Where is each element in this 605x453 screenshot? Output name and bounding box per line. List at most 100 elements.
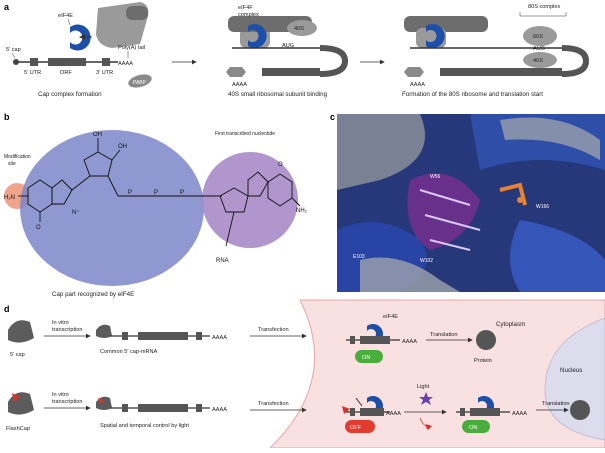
nucleus <box>544 317 605 441</box>
common-mrna-label: Common 5′ cap-mRNA <box>100 349 158 355</box>
o-label-1: O <box>36 225 41 231</box>
nh2-label: NH₂ <box>296 208 308 214</box>
five-cap-label: 5′ cap <box>6 47 21 53</box>
aug-label-3: AUG <box>533 46 545 52</box>
on-label-1: ON <box>362 355 370 361</box>
on-badge-2 <box>462 420 490 433</box>
oh-label-1: OH <box>93 132 102 138</box>
protein-label: Protein <box>474 358 492 364</box>
eif4e-shape-2 <box>248 24 267 48</box>
m7g-structure <box>18 138 222 222</box>
translation-label-1: Translation <box>430 332 457 338</box>
cytoplasm-label: Cytoplasm <box>496 321 525 328</box>
pabp-shape <box>128 74 152 88</box>
polya-label: Poly(A) tail <box>118 45 145 51</box>
five-cap-label-d: 5′ cap <box>10 352 25 358</box>
phosphate-1: P <box>128 190 132 196</box>
off-badge <box>345 420 375 433</box>
mod-site-label-2: site <box>8 161 16 167</box>
protein-circle <box>476 330 496 350</box>
step1-caption: Cap complex formation <box>38 91 102 98</box>
aug-label: AUG <box>282 43 294 49</box>
w56-label: W56 <box>430 174 441 180</box>
w102-label: W102 <box>420 258 433 264</box>
flashcap-label: FlashCap <box>6 426 30 432</box>
panel-a: a eIF4E 5′ cap 5′ UTR ORF 3′ UTR AAAA Po… <box>4 2 590 98</box>
aaaa-d1: AAAA <box>212 335 227 341</box>
phosphate-2: P <box>154 190 158 196</box>
panel-label-b: b <box>4 112 10 122</box>
eighty-s-formation: 80S complex 60S AUG 40S AAAA Formation o… <box>402 4 590 98</box>
eighty-s-complex-label: 80S complex <box>528 4 561 10</box>
oh-label-2: OH <box>118 144 127 150</box>
forty-s-label-3: 40S <box>533 58 543 64</box>
aaaa-d5: AAAA <box>512 411 527 417</box>
panel-label-c: c <box>330 112 335 122</box>
cap-icon <box>8 320 34 343</box>
nucleus-label: Nucleus <box>560 367 582 374</box>
orf-box <box>48 58 86 66</box>
aaaa-d3: AAAA <box>212 407 227 413</box>
first-nucleotide-circle <box>202 152 298 248</box>
on-badge-1 <box>355 350 383 363</box>
cap-part-label: Cap part recognized by eIF4E <box>52 291 134 298</box>
eif4e-shape-3 <box>426 23 445 49</box>
eif4e-shape <box>70 24 91 51</box>
eif4f-label-2: complex <box>238 12 259 18</box>
five-utr-label: 5′ UTR <box>24 70 41 76</box>
pabp-hex <box>226 67 246 77</box>
sixty-s-shape <box>523 26 557 46</box>
panel-c: c W56 W166 E103 W102 <box>330 112 605 292</box>
orf-label: ORF <box>60 70 72 76</box>
small-subunit-binding: eIF4F complex 40S AUG AAAA 40S small rib… <box>226 5 349 98</box>
eif4a-shape <box>126 6 148 20</box>
step2-caption: 40S small ribosomal subunit binding <box>228 91 328 98</box>
rna-label: RNA <box>216 258 229 264</box>
row-flashcap: FlashCap In vitro transcription AAAA Spa… <box>6 384 590 433</box>
cap-part-ellipse <box>20 130 204 286</box>
aaaa-label: AAAA <box>118 61 133 67</box>
on-label-2: ON <box>469 425 477 431</box>
panel-d: d Cytoplasm Nucleus 5′ cap In vitro tran… <box>4 299 605 449</box>
aaaa-label-2: AAAA <box>232 82 247 88</box>
cap-dot <box>13 59 19 65</box>
w166-label: W166 <box>536 204 549 210</box>
photocage-icon <box>12 393 20 402</box>
ivt-label-1b: transcription <box>52 327 82 333</box>
panel-label-a: a <box>4 2 10 12</box>
three-utr-label: 3′ UTR <box>96 70 113 76</box>
eif4e-label: eIF4E <box>58 13 73 19</box>
n-plus-label: N⁺ <box>72 209 80 216</box>
panel-b: b Modification site First transcribed nu… <box>4 112 308 298</box>
sixty-s-label: 60S <box>533 34 543 40</box>
eif4f-label-1: eIF4F <box>238 5 253 11</box>
forty-s-label: 40S <box>294 26 304 32</box>
light-label: Light <box>417 384 430 390</box>
translation-label-2: Translation <box>542 401 569 407</box>
mrna-loop <box>319 45 349 77</box>
light-star-icon <box>419 392 433 405</box>
e103-label: E103 <box>353 254 365 260</box>
mod-site-label-1: Modification <box>4 154 31 160</box>
off-label: OFF <box>350 425 362 431</box>
aaaa-d4: AAAA <box>386 411 401 417</box>
eif4e-label-d: eIF4E <box>383 314 398 320</box>
forty-s-shape <box>287 20 317 36</box>
forty-s-shape-3 <box>523 52 557 68</box>
flashcap-icon <box>8 392 34 415</box>
cap-complex-formation: eIF4E 5′ cap 5′ UTR ORF 3′ UTR AAAA Poly… <box>6 2 152 98</box>
guanosine-structure <box>219 171 301 247</box>
h2n-label: H₂N <box>4 195 15 201</box>
aaaa-label-3: AAAA <box>410 82 425 88</box>
transfection-label-2: Transfection <box>258 401 289 407</box>
transfection-label-1: Transfection <box>258 327 289 333</box>
row-standard-cap: 5′ cap In vitro transcription AAAA Commo… <box>8 314 496 364</box>
phosphate-3: P <box>180 190 184 196</box>
aaaa-d2: AAAA <box>402 339 417 345</box>
o-label-2: O <box>278 162 283 168</box>
pabp-label: PABP <box>133 80 147 86</box>
ivt-label-1a: In vitro <box>52 320 69 326</box>
step3-caption: Formation of the 80S ribosome and transl… <box>402 91 543 98</box>
